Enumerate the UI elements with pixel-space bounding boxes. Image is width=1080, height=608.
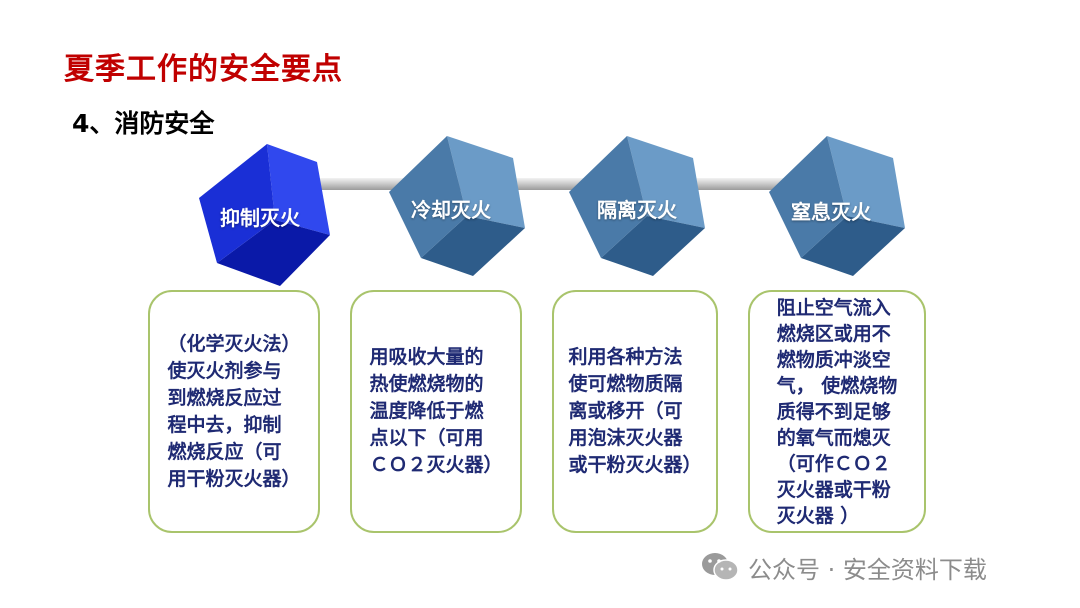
method-description: （化学灭火法） 使灭火剂参与 到燃烧反应过 程中去，抑制 燃烧反应（可 用干粉灭…: [167, 332, 301, 490]
section-heading: 4、消防安全: [72, 109, 215, 138]
watermark: 公众号 · 安全资料下载: [700, 550, 987, 584]
method-card-cooling: 用吸收大量的 热使燃烧物的 温度降低于燃 点以下（可用 ＣＯ２灭火器）: [350, 290, 522, 533]
method-label: 冷却灭火: [411, 198, 491, 222]
cube-shape: [569, 136, 705, 276]
method-card-isolation: 利用各种方法 使可燃物质隔 离或移开（可 用泡沫灭火器 或干粉灭火器）: [552, 290, 718, 533]
method-cube-smothering: 窒息灭火: [765, 130, 915, 280]
method-description: 阻止空气流入 燃烧区或用不 燃物质冲淡空 气， 使燃烧物 质得不到足够 的氧气而…: [776, 296, 898, 527]
method-card-smothering: 阻止空气流入 燃烧区或用不 燃物质冲淡空 气， 使燃烧物 质得不到足够 的氧气而…: [748, 290, 926, 533]
cube-shape: [389, 136, 525, 276]
method-cube-isolation: 隔离灭火: [565, 130, 715, 280]
method-description: 用吸收大量的 热使燃烧物的 温度降低于燃 点以下（可用 ＣＯ２灭火器）: [369, 346, 503, 476]
method-label: 隔离灭火: [597, 198, 677, 222]
method-label: 抑制灭火: [220, 206, 300, 230]
cube-shape: [769, 136, 905, 276]
wechat-icon: [702, 553, 739, 581]
method-cube-suppression: 抑制灭火: [195, 140, 345, 290]
slide-title: 夏季工作的安全要点: [64, 52, 343, 87]
cube-shape: [199, 144, 330, 286]
method-cube-cooling: 冷却灭火: [385, 130, 535, 280]
method-label: 窒息灭火: [791, 200, 871, 224]
method-description: 利用各种方法 使可燃物质隔 离或移开（可 用泡沫灭火器 或干粉灭火器）: [568, 346, 702, 476]
watermark-text: 公众号 · 安全资料下载: [748, 555, 987, 584]
connector-bar: [300, 178, 790, 190]
method-card-suppression: （化学灭火法） 使灭火剂参与 到燃烧反应过 程中去，抑制 燃烧反应（可 用干粉灭…: [148, 290, 320, 533]
